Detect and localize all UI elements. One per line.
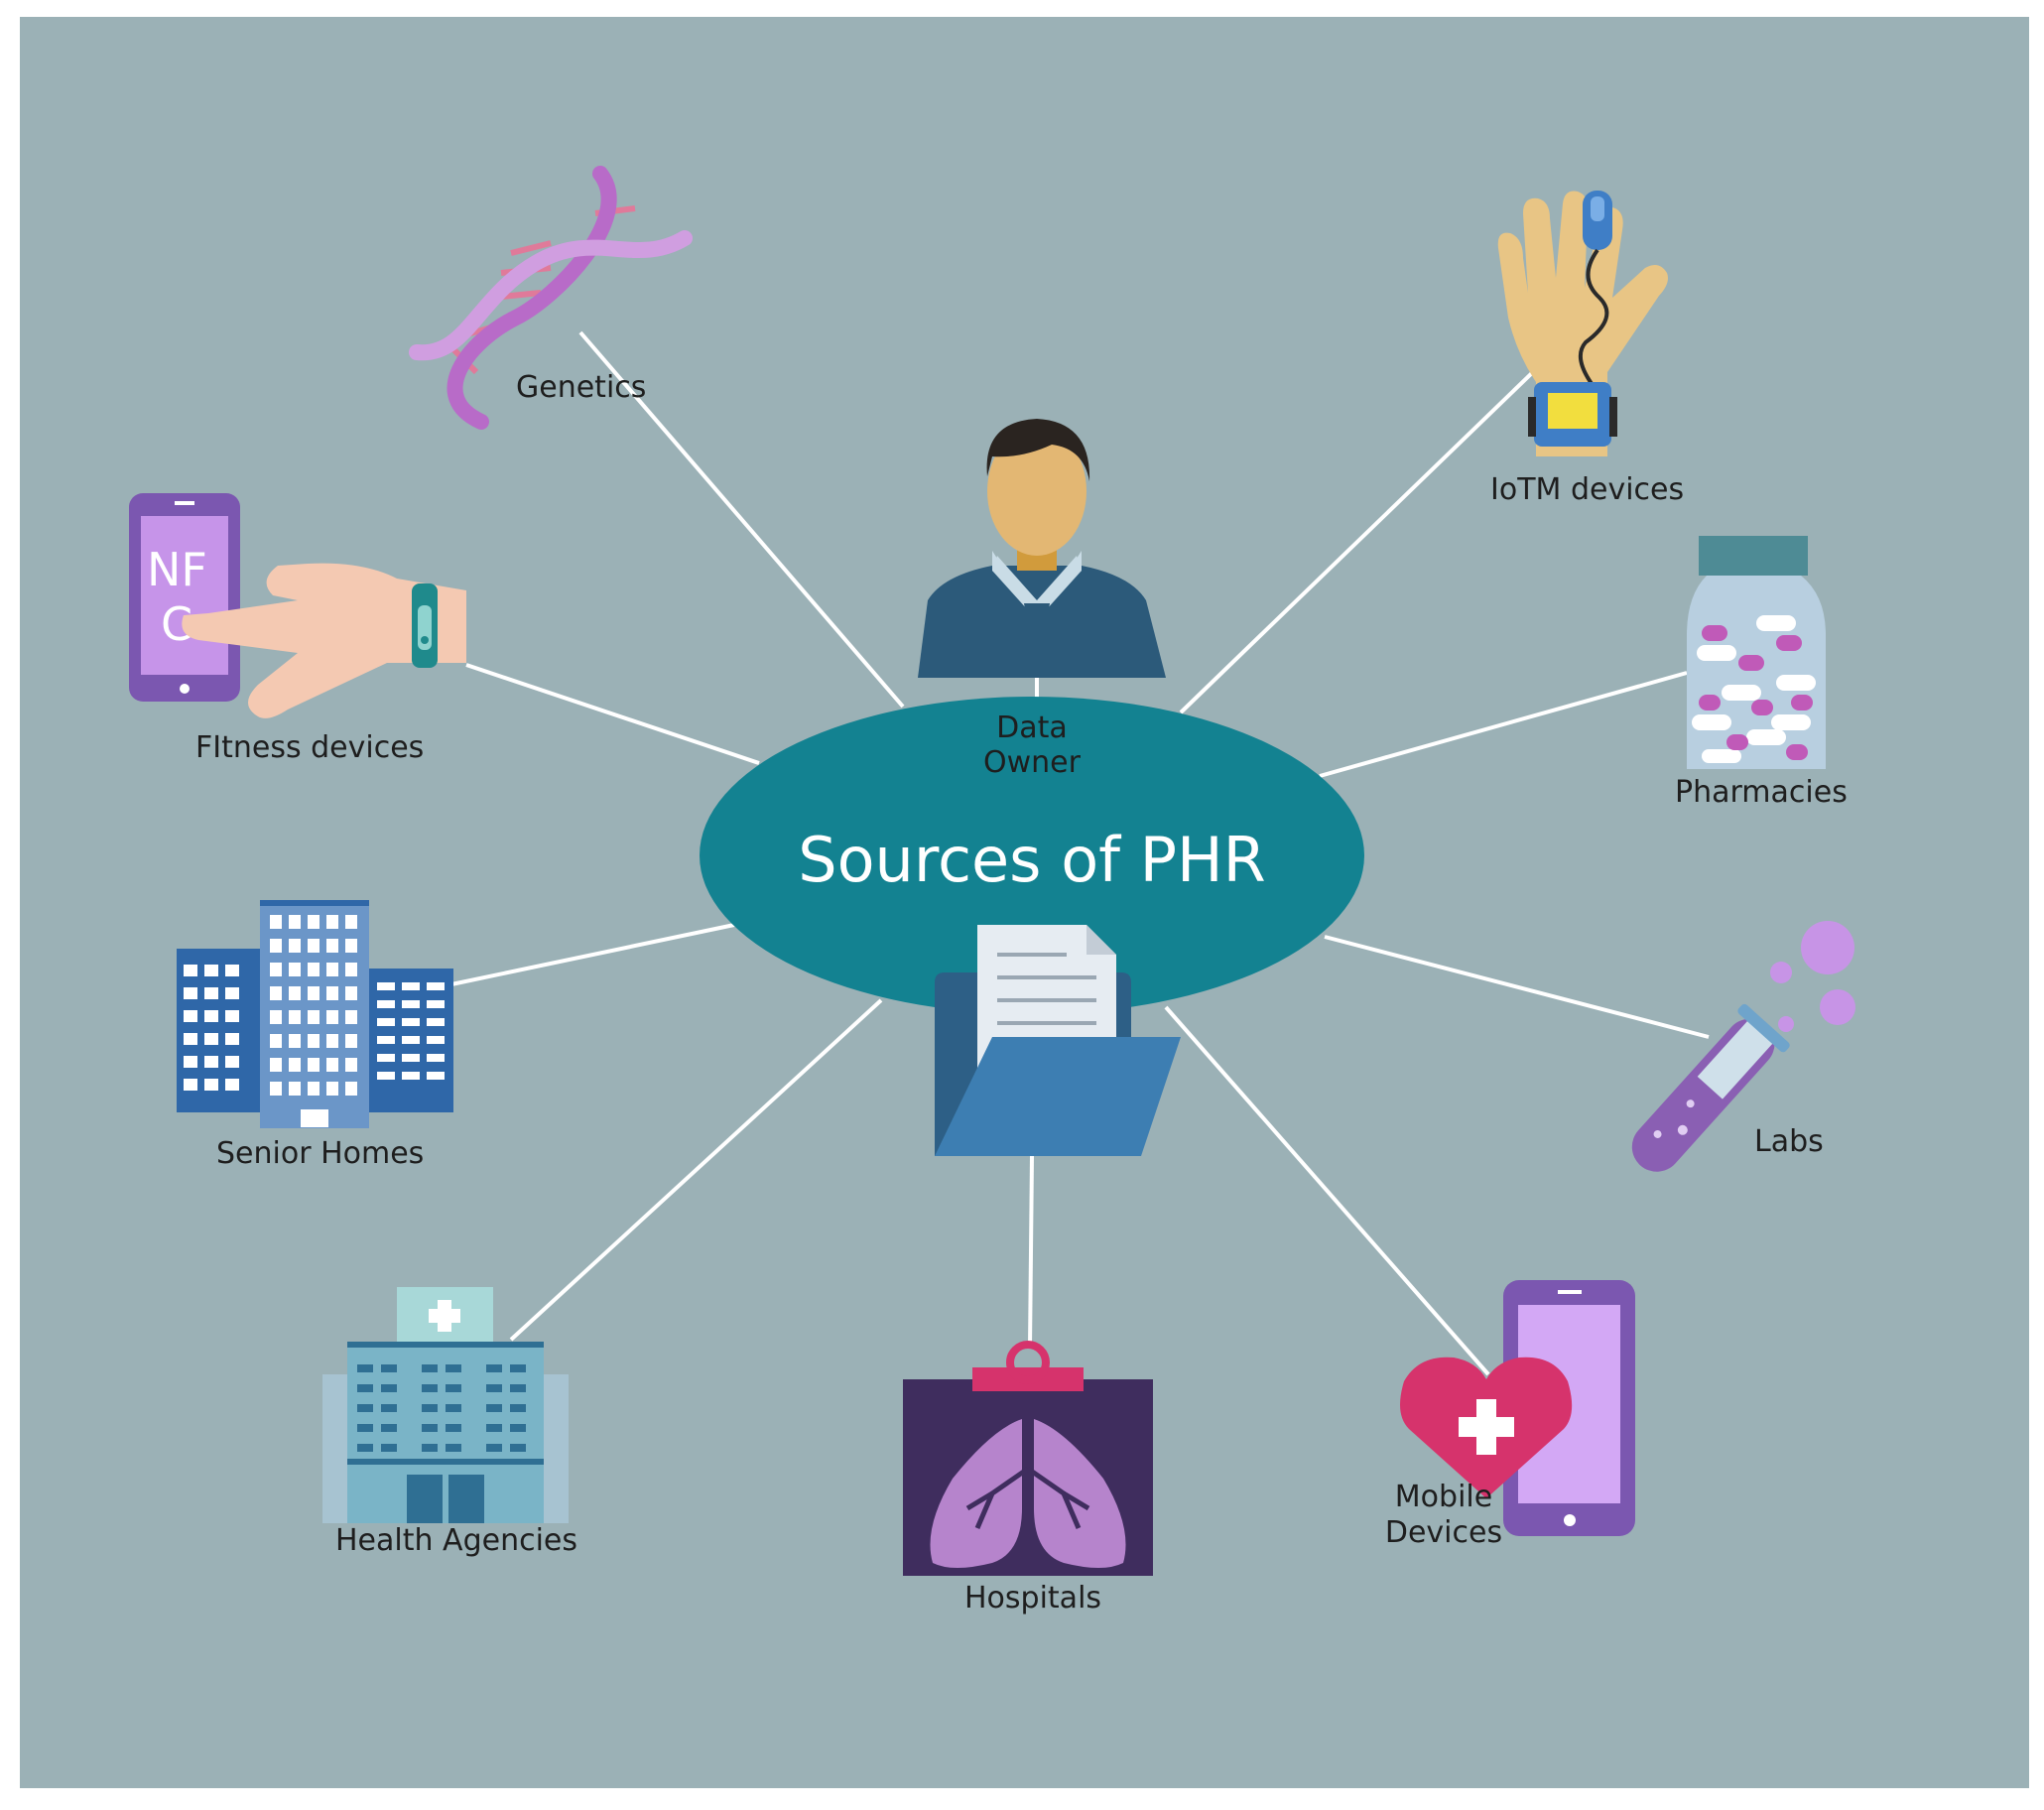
iotm-label: IoTM devices — [1490, 472, 1684, 507]
document-folder-icon — [935, 925, 1181, 1156]
data-owner-label-line2: Owner — [983, 745, 1082, 780]
health-agencies-label: Health Agencies — [335, 1523, 577, 1558]
svg-text:NF: NF — [147, 543, 207, 596]
heart-plus-icon — [1400, 1357, 1573, 1498]
fitness-label: FItness devices — [195, 730, 424, 765]
pharmacies-label: Pharmacies — [1675, 775, 1848, 810]
connector-pharmacies — [1319, 671, 1688, 778]
mobile-label-line2: Devices — [1385, 1515, 1502, 1550]
dna-icon — [409, 166, 693, 430]
connector-lines — [450, 330, 1710, 1376]
health-agencies-building-icon — [322, 1287, 569, 1523]
nfc-phone-icon: NF C — [129, 493, 240, 702]
connector-mobile — [1164, 1005, 1490, 1376]
connector-health — [509, 998, 883, 1342]
data-owner-label-line1: Data — [996, 711, 1068, 745]
test-tube-icon — [1631, 921, 1855, 1172]
data-owner-icon — [918, 419, 1166, 678]
senior-homes-label: Senior Homes — [216, 1136, 424, 1171]
iotm-hand-icon — [1497, 191, 1668, 456]
hub-ellipse — [700, 697, 1364, 1014]
hub-title: Sources of PHR — [798, 824, 1266, 896]
mobile-label-line1: Mobile — [1395, 1480, 1492, 1514]
senior-homes-building-icon — [177, 900, 453, 1128]
pill-jar-icon — [1687, 536, 1826, 769]
connector-fitness — [465, 663, 760, 765]
connector-hospitals — [1028, 1155, 1034, 1349]
connector-genetics — [578, 330, 905, 709]
connector-labs — [1324, 935, 1710, 1039]
connector-senior — [450, 923, 735, 986]
lungs-xray-icon — [903, 1341, 1153, 1576]
connector-iotm — [1179, 367, 1538, 714]
hospitals-label: Hospitals — [964, 1581, 1101, 1616]
fitness-hand-icon — [182, 563, 466, 718]
labs-label: Labs — [1754, 1124, 1824, 1159]
genetics-label: Genetics — [516, 370, 646, 405]
